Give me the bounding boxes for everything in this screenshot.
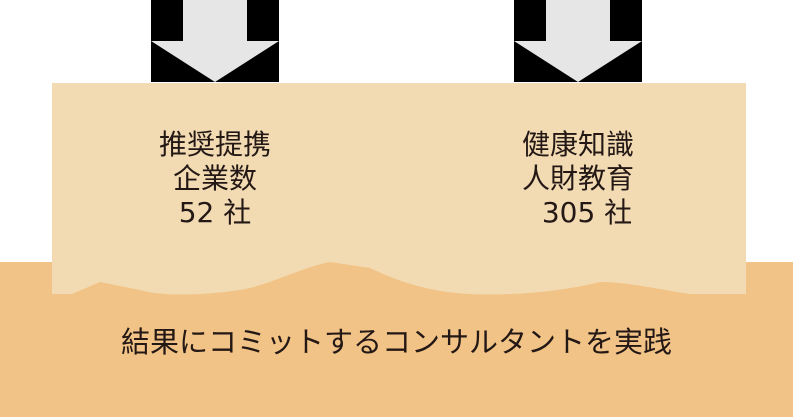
arrow-down-icon-right [514, 0, 642, 82]
left-stat-block: 推奨提携 企業数 52 社 [115, 128, 315, 230]
left-stat-line2: 企業数 [172, 162, 257, 195]
right-stat-line2: 人財教育 [521, 162, 634, 195]
right-stat-line1: 健康知識 [521, 128, 634, 161]
right-stat-block: 健康知識 人財教育 305 社 [478, 128, 678, 230]
left-stat-value: 52 社 [178, 196, 252, 229]
footer-tagline: 結果にコミットするコンサルタントを実践 [120, 325, 672, 359]
left-stat-line1: 推奨提携 [158, 128, 271, 161]
arrow-down-icon-left [151, 0, 279, 82]
right-stat-value: 305 社 [541, 196, 633, 229]
top-panel [52, 83, 746, 295]
